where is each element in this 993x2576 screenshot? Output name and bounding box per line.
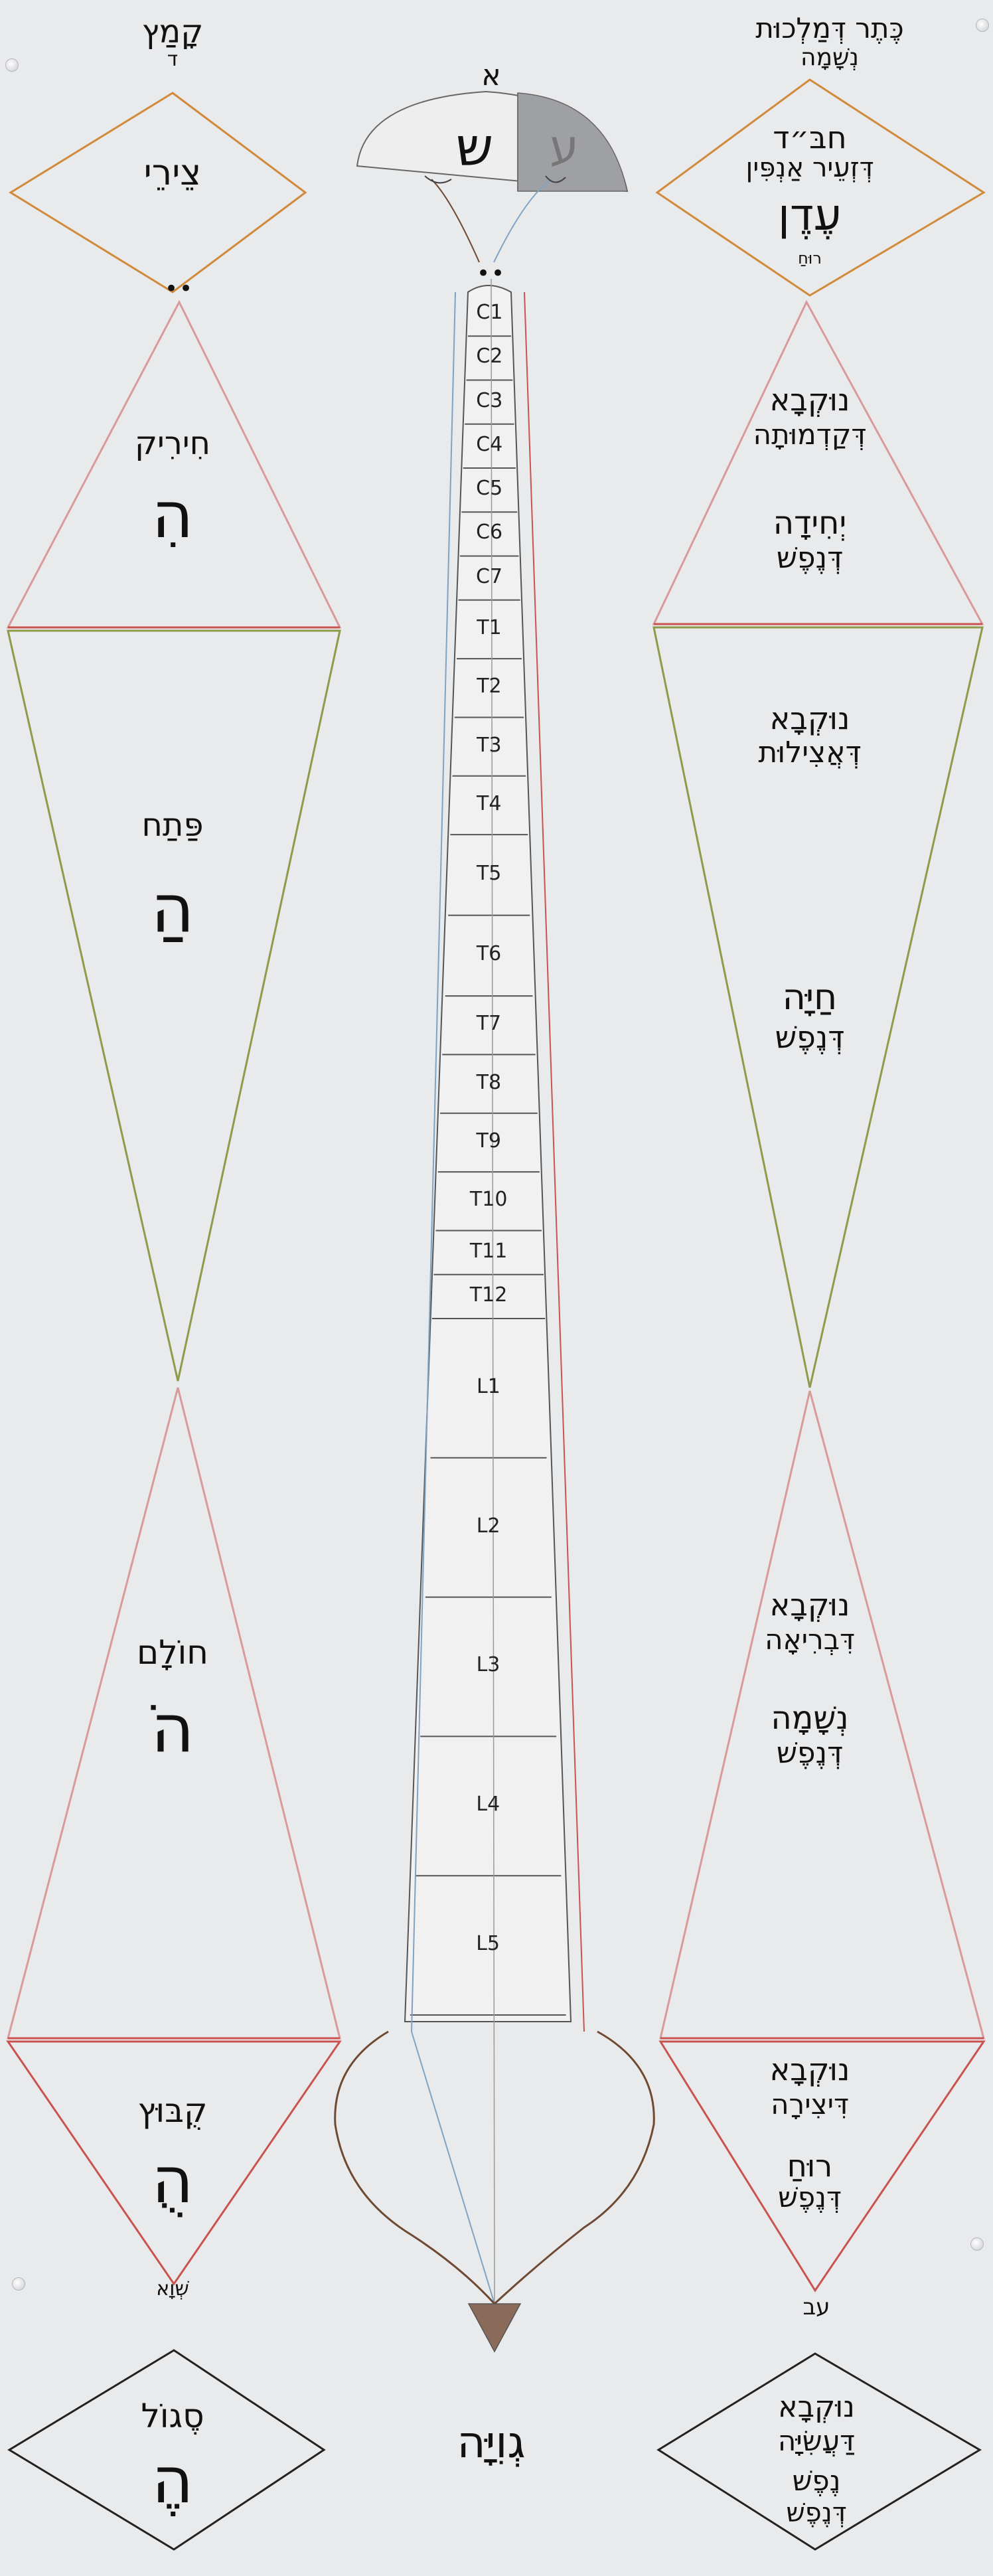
- left-triangle-3-label: חוֹלָם: [137, 1633, 208, 1672]
- right-bottom-diamond-line1: נוּקְבָא: [778, 2390, 855, 2424]
- spine-segment-t2: T2: [477, 675, 502, 698]
- spine-segment-l5: L5: [476, 1932, 500, 1956]
- spine-segment-l3: L3: [476, 1653, 500, 1677]
- spine-segment-c5: C5: [476, 477, 503, 501]
- spine-outline: [404, 285, 572, 2022]
- spine-segment-c3: C3: [476, 388, 503, 412]
- right-triangle-2-line3: חַיָּה: [782, 976, 838, 1018]
- right-top-diamond-line1: חבּ״ד: [773, 120, 847, 155]
- head-dots: ••: [477, 260, 506, 287]
- right-top-diamond-line4: רוּחַ: [798, 249, 822, 268]
- pin-top-right: [976, 19, 989, 32]
- spine-segment-t10: T10: [469, 1188, 508, 1212]
- right-triangle-3-line3: נְשָׁמָה: [771, 1700, 849, 1737]
- left-triangle-2: [7, 629, 341, 1382]
- right-triangle-2-line1: נוּקְבָא: [769, 700, 850, 736]
- spine-segment-l4: L4: [476, 1793, 500, 1816]
- left-top-diamond-label: צֵירֵי: [143, 151, 202, 193]
- bottom-center-label: גְוִיָּה: [457, 2417, 526, 2468]
- header-top-left-word: קָמַץ: [141, 13, 204, 50]
- left-triangle-4-glyph: הֻ: [151, 2143, 194, 2217]
- left-triangle-1: [6, 299, 342, 629]
- spine-segments: [410, 335, 566, 2016]
- right-triangle-4-line4: דְּנֶפֶשׁ: [778, 2181, 842, 2214]
- spine-segment-t6: T6: [476, 942, 502, 966]
- right-top-diamond: [655, 78, 986, 297]
- spine-segment-c7: C7: [476, 564, 503, 588]
- right-bottom-diamond-line4: דְּנֶפֶשׁ: [786, 2498, 847, 2528]
- header-top-left-sub: ד: [167, 48, 179, 71]
- right-bottom-diamond: [656, 2352, 982, 2551]
- right-triangle-4-line1: נוּקְבָא: [769, 2052, 850, 2087]
- left-bottom-diamond: [7, 2349, 326, 2551]
- spine-segment-l1: L1: [476, 1374, 500, 1398]
- left-triangle-1-label: חִירִיק: [135, 425, 210, 462]
- left-bottom-diamond-label: סֶגוֹל: [141, 2397, 204, 2435]
- right-bottom-diamond-line2: דַּעֲשִׂיָּה: [777, 2425, 856, 2457]
- right-triangle-1-line4: דְּנֶפֶשׁ: [776, 541, 844, 575]
- right-top-diamond-line3: עֶדֶן: [778, 189, 842, 240]
- spine-segment-t3: T3: [477, 733, 502, 757]
- spine-segment-c2: C2: [476, 345, 503, 368]
- left-triangle-3-glyph: הֹ: [151, 1690, 194, 1767]
- ab-label: עב: [802, 2294, 830, 2320]
- right-triangle-2-line2: דְּאֲצִילוּת: [758, 736, 862, 769]
- head-shaded-half: [517, 92, 628, 192]
- left-triangle-1-glyph: הִ: [151, 478, 194, 552]
- spine-segment-t12: T12: [469, 1283, 508, 1307]
- left-dots-top: ••: [165, 276, 194, 302]
- header-top-center-letter: א: [481, 58, 501, 92]
- right-triangle-4-line3: רוּחַ: [787, 2148, 833, 2184]
- left-top-diamond: [9, 92, 307, 293]
- right-triangle-1-line1: נוּקְבָא: [769, 382, 850, 418]
- pin-bottom-left: [12, 2277, 25, 2291]
- spine-segment-t11: T11: [469, 1239, 508, 1263]
- right-top-diamond-line2: דְּזְעֵיר אַנְפִּין: [745, 153, 874, 183]
- right-triangle-3-line2: דִּבְרִיאָה: [765, 1623, 855, 1656]
- head-letter-shin: ש: [455, 116, 494, 178]
- right-bottom-diamond-line3: נֶפֶשׁ: [792, 2464, 841, 2497]
- spine-segment-t5: T5: [476, 861, 502, 885]
- spine-segment-t1: T1: [477, 615, 502, 639]
- right-triangle-2: [652, 626, 984, 1388]
- left-triangle-2-glyph: הַ: [151, 870, 194, 947]
- head-letter-ayin: ע: [550, 120, 579, 174]
- spine-segment-t9: T9: [476, 1129, 501, 1153]
- right-triangle-1-line3: יְחִידָה: [773, 505, 847, 542]
- right-triangle-2-line4: דְּנֶפֶשׁ: [775, 1019, 845, 1055]
- left-triangle-4: [6, 2040, 342, 2286]
- spine-segment-c6: C6: [476, 521, 503, 544]
- spine-segment-c4: C4: [476, 432, 503, 456]
- left-triangle-2-label: פַּתַח: [141, 807, 204, 844]
- spine-segment-t8: T8: [476, 1070, 502, 1094]
- header-top-right-line1: כֶּתֶר דְּמַלְכוּת: [755, 12, 904, 44]
- left-triangle-4-label: קֻבּוּץ: [137, 2091, 208, 2130]
- spine-segment-t7: T7: [476, 1012, 502, 1036]
- tailbone: [467, 2303, 522, 2353]
- right-triangle-3-line1: נוּקְבָא: [769, 1587, 850, 1623]
- spine-segment-l2: L2: [476, 1514, 500, 1538]
- right-triangle-1-line2: דְּקַדְמוּתָה: [753, 418, 867, 451]
- pin-bottom-right: [970, 2237, 984, 2251]
- right-triangle-4-line2: דִּיצִירָה: [771, 2088, 849, 2121]
- right-triangle-3-line4: דְּנֶפֶשׁ: [776, 1736, 844, 1770]
- spine-segment-t4: T4: [477, 791, 502, 815]
- spine-segment-c1: C1: [476, 301, 503, 325]
- right-triangle-4: [658, 2040, 986, 2293]
- header-top-right-line2: נְשָׁמָה: [801, 44, 859, 71]
- pin-top-left: [5, 58, 19, 72]
- shva-label: שְׁוָא: [156, 2277, 189, 2300]
- left-bottom-diamond-glyph: הֶ: [151, 2443, 194, 2518]
- right-triangle-1: [652, 299, 984, 625]
